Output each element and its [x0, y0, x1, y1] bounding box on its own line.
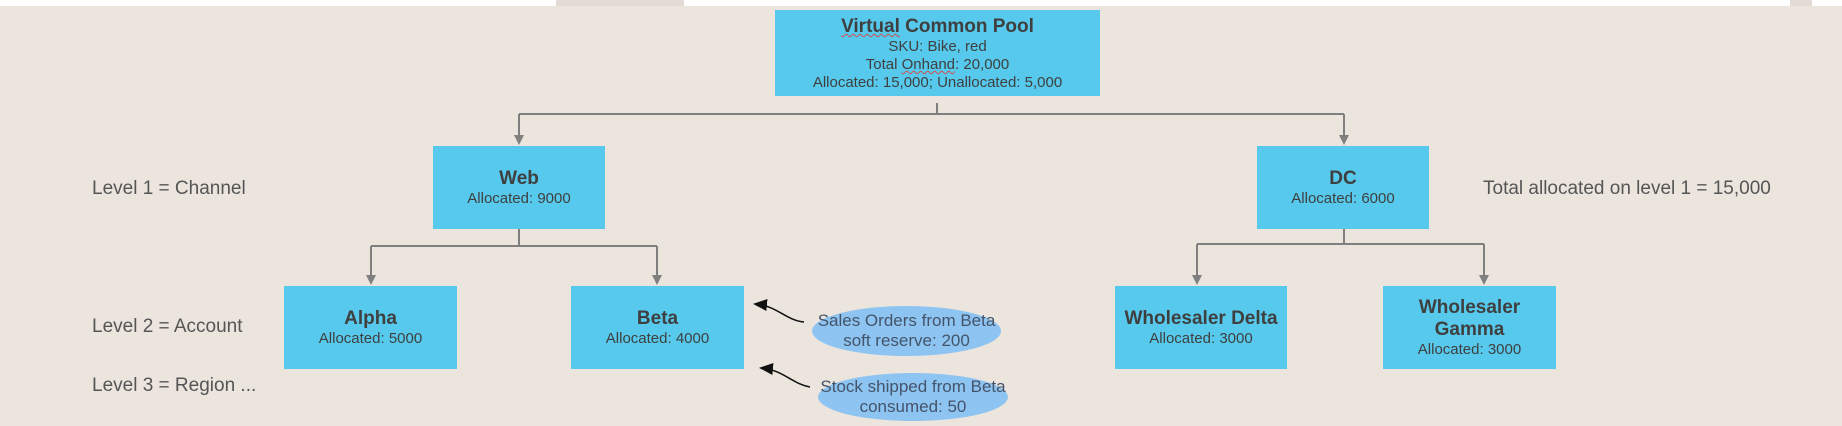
- dc-box: DC Allocated: 6000: [1257, 146, 1429, 229]
- pool-onhand: Total Onhand: 20,000: [866, 56, 1009, 74]
- pool-onhand-part: Onhand: [901, 56, 956, 73]
- pool-title: Virtual Common Pool: [841, 16, 1034, 38]
- virtual-common-pool-box: Virtual Common Pool SKU: Bike, red Total…: [775, 10, 1100, 96]
- consumed-bubble: Stock shipped from Beta consumed: 50: [818, 373, 1008, 421]
- total-allocated-note: Total allocated on level 1 = 15,000: [1483, 178, 1771, 199]
- web-box: Web Allocated: 9000: [433, 146, 605, 229]
- web-allocated: Allocated: 9000: [467, 189, 571, 207]
- soft-reserve-line2: soft reserve: 200: [843, 331, 970, 350]
- soft-reserve-line1: Sales Orders from Beta: [817, 311, 996, 330]
- gamma-title: Wholesaler Gamma: [1418, 296, 1521, 340]
- pool-title-part: Virtual: [841, 16, 900, 37]
- level-1-label: Level 1 = Channel: [92, 178, 246, 199]
- pool-sku: SKU: Bike, red: [888, 38, 987, 55]
- wholesaler-delta-box: Wholesaler Delta Allocated: 3000: [1115, 286, 1287, 369]
- web-title: Web: [499, 167, 539, 189]
- pool-allocation: Allocated: 15,000; Unallocated: 5,000: [812, 74, 1063, 91]
- pool-connector: [514, 103, 1349, 145]
- gamma-allocated: Allocated: 3000: [1417, 340, 1522, 358]
- level-2-label: Level 2 = Account: [92, 316, 243, 337]
- alpha-allocated: Allocated: 5000: [318, 329, 423, 347]
- alpha-box: Alpha Allocated: 5000: [284, 286, 457, 369]
- wholesaler-gamma-box: Wholesaler Gamma Allocated: 3000: [1383, 286, 1556, 369]
- beta-title: Beta: [636, 307, 679, 329]
- pool-title-part: Common Pool: [899, 16, 1034, 37]
- dc-title: DC: [1329, 167, 1357, 189]
- web-connector: [366, 229, 662, 285]
- dc-allocated: Allocated: 6000: [1291, 189, 1395, 207]
- consumed-line1: Stock shipped from Beta: [820, 377, 1006, 396]
- delta-allocated: Allocated: 3000: [1149, 329, 1253, 347]
- level-3-label: Level 3 = Region ...: [92, 375, 257, 396]
- consumed-arrow: [759, 363, 811, 388]
- alpha-title: Alpha: [344, 307, 397, 329]
- pool-onhand-part: Total: [865, 56, 902, 73]
- pool-onhand-part: : 20,000: [955, 56, 1010, 73]
- dc-connector: [1192, 229, 1489, 285]
- beta-allocated: Allocated: 4000: [605, 329, 710, 347]
- delta-title: Wholesaler Delta: [1124, 307, 1278, 329]
- consumed-line2: consumed: 50: [859, 397, 967, 416]
- top-strip: [556, 0, 684, 6]
- soft-reserve-arrow: [753, 299, 805, 323]
- top-strip: [1790, 0, 1812, 6]
- soft-reserve-bubble: Sales Orders from Beta soft reserve: 200: [812, 306, 1001, 356]
- beta-box: Beta Allocated: 4000: [571, 286, 744, 369]
